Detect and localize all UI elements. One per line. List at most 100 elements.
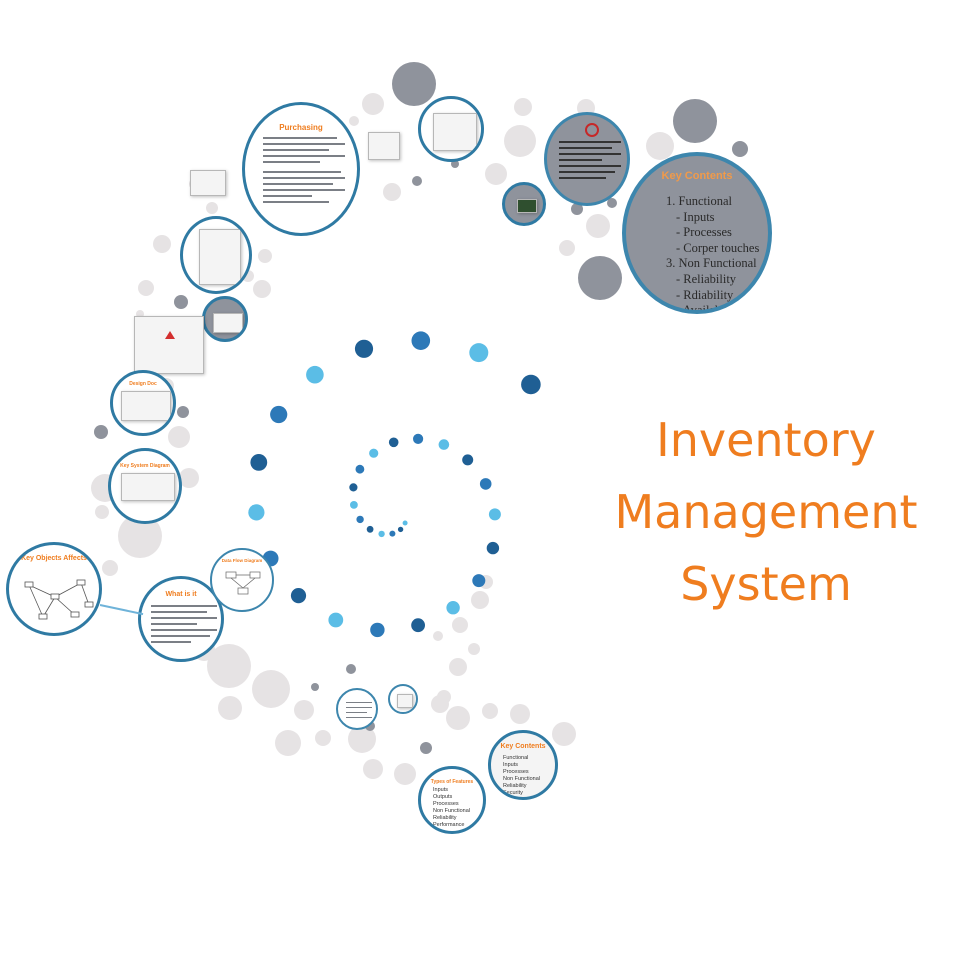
spiral-bubble bbox=[328, 612, 344, 628]
what-text bbox=[151, 605, 217, 647]
key-content-item: Inputs bbox=[503, 762, 518, 768]
data-flow-frame[interactable]: Key System Diagram bbox=[108, 448, 182, 524]
main-title: Inventory Management System bbox=[596, 404, 936, 620]
spiral-bubble bbox=[349, 483, 358, 492]
bottom-frame-1[interactable] bbox=[336, 688, 378, 730]
key-contents-small-title: Key Contents bbox=[500, 743, 546, 750]
key-objects-frame[interactable]: Key Objects Affects bbox=[6, 542, 102, 636]
screenshot-frame-top[interactable] bbox=[418, 96, 484, 162]
bubble bbox=[732, 141, 748, 157]
spiral-bubble bbox=[402, 520, 408, 526]
data-flow-diagram-title: Data Flow Diagram bbox=[221, 558, 263, 563]
screen-thumbnail-1[interactable] bbox=[190, 170, 226, 196]
spiral-bubble bbox=[306, 365, 324, 384]
bubble bbox=[362, 93, 384, 115]
what-frame[interactable]: What is it bbox=[138, 576, 224, 662]
contents-item: - Inputs bbox=[676, 209, 715, 224]
key-content-item: Security bbox=[503, 790, 523, 796]
spiral-bubble bbox=[479, 478, 492, 490]
application-screenshot[interactable] bbox=[134, 316, 204, 374]
bubble bbox=[392, 62, 436, 106]
spiral-bubble bbox=[438, 439, 450, 450]
purchasing-frame[interactable]: Purchasing bbox=[242, 102, 360, 236]
bubble bbox=[451, 160, 459, 168]
bubble bbox=[315, 730, 331, 746]
contents-item: - Corper touches bbox=[676, 240, 760, 255]
spiral-bubble bbox=[462, 454, 474, 466]
bubble bbox=[138, 280, 154, 296]
spiral-bubble bbox=[446, 601, 460, 615]
spiral-bubble bbox=[250, 454, 268, 471]
spiral-bubble bbox=[370, 622, 385, 638]
bubble bbox=[510, 704, 530, 724]
bubble bbox=[102, 560, 118, 576]
bubble bbox=[646, 132, 674, 160]
laptop-frame[interactable] bbox=[202, 296, 248, 342]
bubble bbox=[412, 176, 422, 186]
design-doc-frame[interactable] bbox=[180, 216, 252, 294]
bubble bbox=[394, 763, 416, 785]
laptop-thumbnail bbox=[213, 313, 243, 333]
requirements-frame[interactable] bbox=[544, 112, 630, 206]
contents-item: 1. Functional bbox=[666, 194, 732, 208]
title-line-2: Management bbox=[614, 485, 918, 539]
spiral-bubble bbox=[397, 526, 404, 533]
contents-item: 3. Non Functional bbox=[666, 256, 757, 271]
bubble bbox=[363, 759, 383, 779]
bubble bbox=[552, 722, 576, 746]
spiral-bubble bbox=[486, 541, 500, 555]
network-diagram bbox=[24, 579, 94, 620]
what-title: What is it bbox=[165, 591, 197, 598]
key-contents-frame[interactable]: Key Contents 1. Functional- Inputs- Proc… bbox=[622, 152, 772, 314]
spiral-bubble bbox=[369, 448, 379, 458]
key-content-item: Non Functional bbox=[503, 776, 540, 782]
bubble bbox=[578, 256, 622, 300]
screenshot-frame-small[interactable] bbox=[502, 182, 546, 226]
feature-item: Reliability bbox=[433, 815, 457, 821]
design-doc-thumbnail bbox=[199, 229, 241, 285]
title-line-3: System bbox=[680, 557, 852, 611]
requirements-text bbox=[559, 141, 621, 183]
spiral-bubble bbox=[411, 618, 425, 633]
bubble bbox=[294, 700, 314, 720]
purchasing-title: Purchasing bbox=[279, 123, 323, 132]
screen-thumbnail-2[interactable] bbox=[368, 132, 400, 160]
spiral-bubble bbox=[521, 374, 541, 395]
bubble bbox=[468, 643, 480, 655]
bubble bbox=[433, 631, 443, 641]
bubble bbox=[168, 426, 190, 448]
contents-item: - Reliability bbox=[676, 271, 737, 286]
bottom-frame-2[interactable] bbox=[388, 684, 418, 714]
key-system-diagram-frame[interactable]: Design Doc bbox=[110, 370, 176, 436]
bubble bbox=[452, 617, 468, 633]
key-contents-title: Key Contents bbox=[661, 170, 733, 182]
bubble bbox=[275, 730, 301, 756]
spiral-bubble bbox=[355, 464, 365, 474]
bubble bbox=[207, 644, 251, 688]
types-of-features-title: Types of Features bbox=[430, 779, 474, 785]
feature-item: Processes bbox=[433, 801, 459, 807]
spiral-bubble bbox=[354, 339, 374, 358]
bubble bbox=[179, 468, 199, 488]
contents-item: - Availability bbox=[676, 303, 742, 314]
bubble bbox=[311, 683, 319, 691]
key-system-diagram-title: Design Doc bbox=[129, 381, 157, 387]
spiral-bubble bbox=[472, 574, 486, 588]
bubble bbox=[206, 202, 218, 214]
photo-thumbnail bbox=[517, 199, 537, 213]
spiral-bubble bbox=[389, 530, 396, 537]
feature-item: Non Functional bbox=[433, 808, 470, 814]
bubble bbox=[153, 235, 171, 253]
title-line-1: Inventory bbox=[656, 413, 876, 467]
spiral-bubble bbox=[388, 437, 399, 448]
data-flow-diagram-frame[interactable]: Data Flow Diagram bbox=[210, 548, 274, 612]
bubble bbox=[559, 240, 575, 256]
bubble bbox=[118, 514, 162, 558]
bubble bbox=[482, 703, 498, 719]
bubble bbox=[571, 203, 583, 215]
key-objects-title: Key Objects Affects bbox=[21, 555, 87, 562]
bubble bbox=[607, 198, 617, 208]
